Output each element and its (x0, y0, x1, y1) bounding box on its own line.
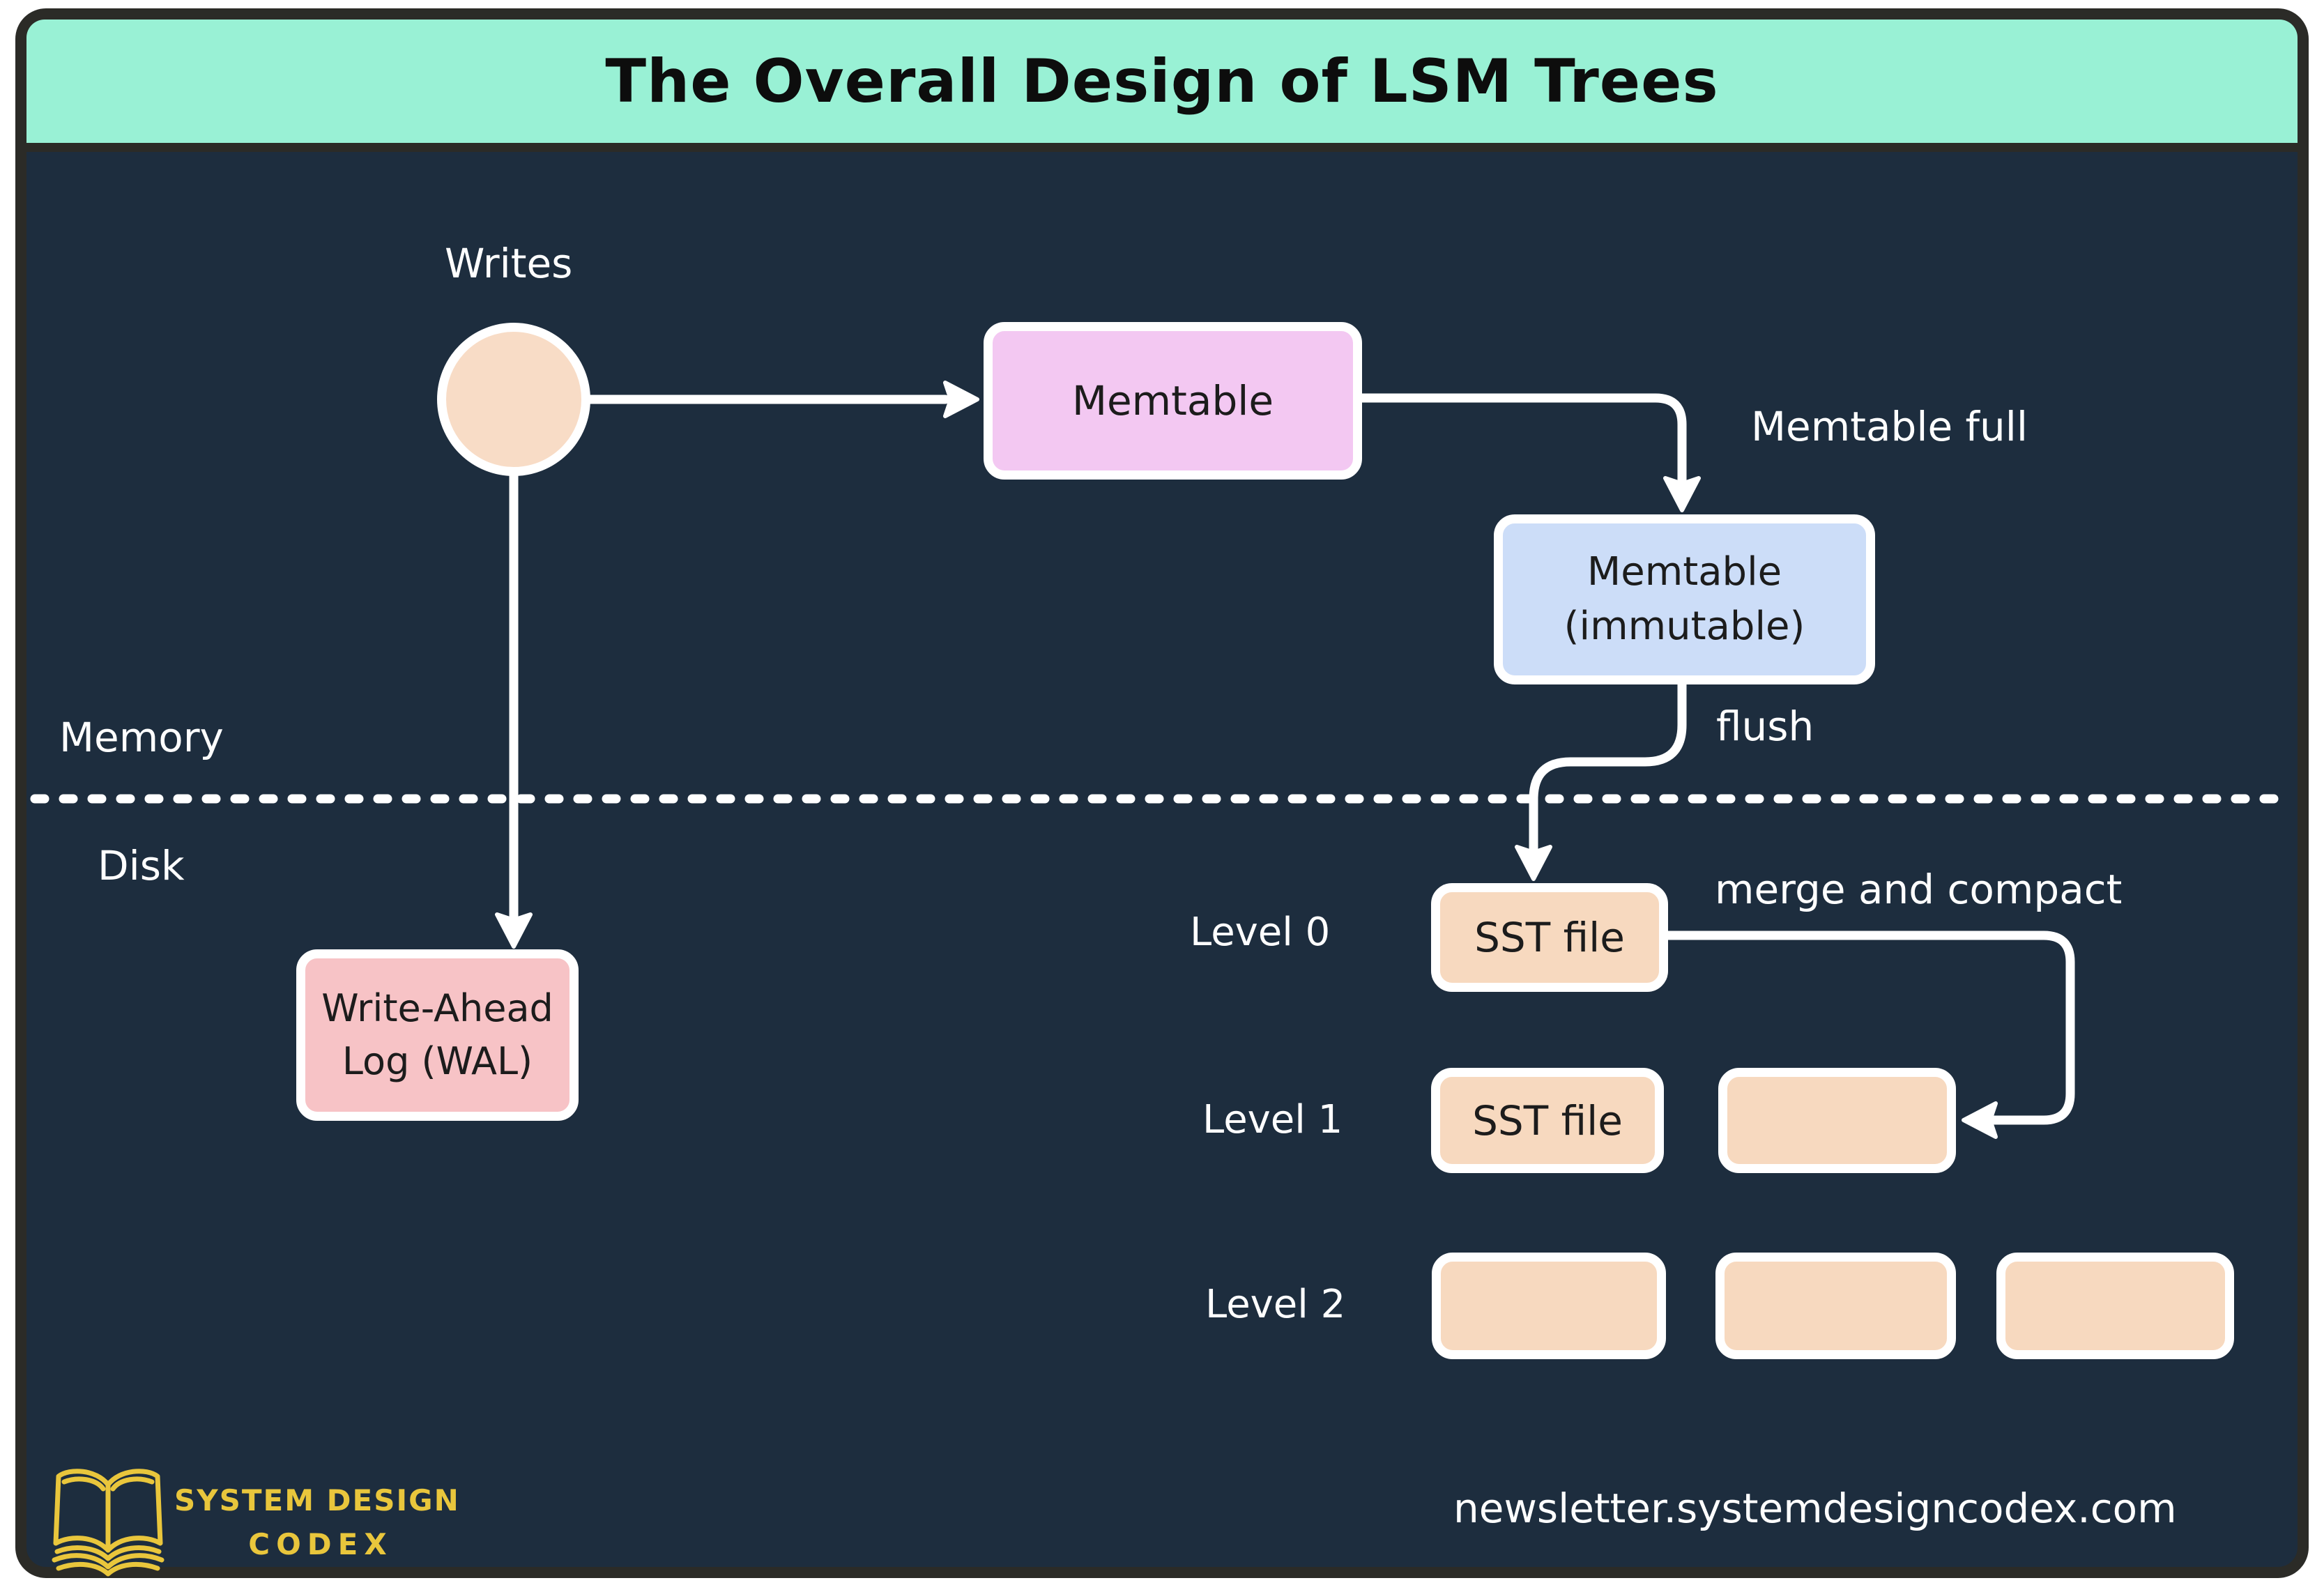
brand-line2: CODEX (248, 1527, 393, 1561)
writes-label: Writes (445, 240, 573, 287)
level-2-label: Level 2 (1205, 1282, 1346, 1327)
wal-node: Write-Ahead Log (WAL) (296, 949, 579, 1121)
disk-region-label: Disk (98, 842, 185, 889)
immutable-memtable-label-line2: (immutable) (1564, 604, 1805, 649)
sst-file-level0-node: SST file (1431, 883, 1668, 992)
wal-label-line2: Log (WAL) (342, 1039, 533, 1083)
empty-sst-level2-node-1 (1432, 1253, 1666, 1359)
memtable-node: Memtable (984, 322, 1362, 480)
sst-file-level1-node: SST file (1431, 1068, 1664, 1173)
memtable-to-immutable-elbow-line (1357, 393, 1687, 487)
level-1-label: Level 1 (1202, 1097, 1343, 1142)
title-bar: The Overall Design of LSM Trees (26, 20, 2298, 152)
flush-label: flush (1716, 703, 1814, 750)
level-0-label: Level 0 (1190, 910, 1331, 955)
memtable-label: Memtable (1071, 377, 1274, 424)
arrowhead-down-icon (1663, 476, 1701, 512)
arrowhead-down-icon (495, 912, 533, 949)
empty-sst-level1-node (1718, 1068, 1956, 1173)
open-book-icon (52, 1469, 165, 1577)
wal-label-line1: Write-Ahead (321, 986, 553, 1030)
memtable-full-label: Memtable full (1751, 403, 2028, 450)
diagram-canvas (15, 8, 2309, 1578)
arrowhead-down-icon (1515, 845, 1552, 881)
merge-and-compact-label: merge and compact (1715, 866, 2123, 913)
merge-compact-elbow-line (1663, 931, 2075, 1125)
sst-file-level0-label: SST file (1474, 914, 1625, 961)
page-title: The Overall Design of LSM Trees (605, 46, 1719, 116)
brand-line1: SYSTEM DESIGN (174, 1483, 460, 1517)
immutable-memtable-label-line1: Memtable (1587, 549, 1782, 595)
brand-text: SYSTEM DESIGN CODEX (174, 1483, 467, 1561)
flush-elbow-line (1529, 680, 1687, 856)
empty-sst-level2-node-3 (1996, 1253, 2234, 1359)
arrowhead-right-icon (943, 381, 979, 418)
sst-file-level1-label: SST file (1472, 1096, 1623, 1145)
newsletter-url: newsletter.systemdesigncodex.com (1453, 1485, 2177, 1532)
writes-entry-circle (437, 323, 590, 476)
immutable-memtable-node: Memtable (immutable) (1494, 514, 1875, 684)
memory-region-label: Memory (59, 714, 224, 761)
empty-sst-level2-node-2 (1715, 1253, 1956, 1359)
arrowhead-left-icon (1962, 1101, 1998, 1139)
